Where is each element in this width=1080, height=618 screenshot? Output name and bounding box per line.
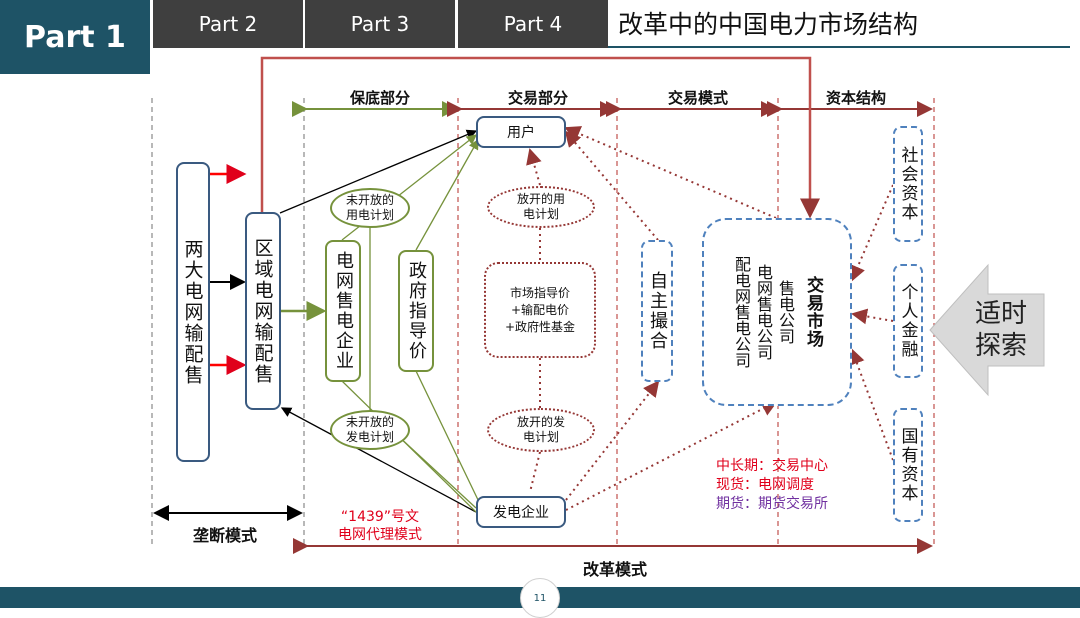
- node-gov-price: 政府指导价: [398, 250, 434, 372]
- note-grid-agent: 电网代理模式: [338, 527, 422, 543]
- node-unopened-use: 未开放的用电计划: [330, 188, 410, 228]
- section-baodi: 保底部分: [349, 89, 410, 107]
- slide-title: 改革中的中国电力市场结构: [608, 0, 1070, 48]
- note-spot: 现货：电网调度: [716, 477, 814, 493]
- tab-part-4[interactable]: Part 4: [458, 0, 608, 48]
- company-3: 售电公司: [776, 280, 795, 344]
- market-price-line-3: +政府性基金: [504, 319, 576, 334]
- node-trading-market: 配电网售电公司 电网售电公司 售电公司 交易市场: [702, 218, 852, 406]
- side-arrow-shape: [929, 263, 1045, 397]
- node-self-match: 自主撮合: [641, 240, 673, 382]
- company-1: 配电网售电公司: [732, 256, 751, 368]
- page-number: 11: [520, 578, 560, 618]
- node-user: 用户: [476, 116, 566, 148]
- unopened-use-label: 未开放的用电计划: [345, 193, 394, 222]
- exchange-label: 交易市场: [803, 276, 823, 348]
- market-price-line-1: 市场指导价: [509, 285, 570, 300]
- market-price-line-2: +输配电价: [510, 302, 570, 317]
- node-quyu: 区域电网输配售: [245, 212, 281, 410]
- section-jiaoyi-part: 交易部分: [507, 89, 568, 107]
- tab-part-3[interactable]: Part 3: [305, 0, 455, 48]
- opened-gen-label: 放开的发电计划: [516, 415, 565, 444]
- section-capital: 资本结构: [825, 89, 886, 107]
- section-jiaoyi-mode: 交易模式: [667, 89, 728, 107]
- node-generator: 发电企业: [476, 496, 566, 528]
- side-arrow-text: 适时探索: [974, 299, 1027, 361]
- note-1439-line: “1439”号文: [340, 509, 420, 525]
- node-market-price: 市场指导价 +输配电价 +政府性基金: [484, 262, 596, 358]
- tab-part-2[interactable]: Part 2: [153, 0, 303, 48]
- node-unopened-gen: 未开放的发电计划: [330, 410, 410, 450]
- company-2: 电网售电公司: [754, 264, 773, 360]
- label-reform: 改革模式: [582, 560, 647, 579]
- label-monopoly: 垄断模式: [192, 526, 257, 545]
- node-opened-gen: 放开的发电计划: [487, 408, 595, 452]
- node-social-capital: 社会资本: [893, 126, 923, 242]
- node-state-capital: 国有资本: [893, 408, 923, 522]
- tab-part-1[interactable]: Part 1: [0, 0, 150, 74]
- note-1439: “1439”号文 电网代理模式: [330, 508, 430, 544]
- node-personal-finance: 个人金融: [893, 264, 923, 378]
- opened-use-label: 放开的用电计划: [516, 192, 565, 221]
- note-futures: 期货：期货交易所: [716, 496, 828, 512]
- node-opened-use: 放开的用电计划: [487, 186, 595, 228]
- node-grid-sale: 电网售电企业: [325, 240, 361, 382]
- note-market-venues: 中长期：交易中心 现货：电网调度 期货：期货交易所: [716, 457, 866, 514]
- note-mid-long: 中长期：交易中心: [716, 458, 828, 474]
- unopened-gen-label: 未开放的发电计划: [345, 415, 394, 444]
- node-liangda: 两大电网输配售: [176, 162, 210, 462]
